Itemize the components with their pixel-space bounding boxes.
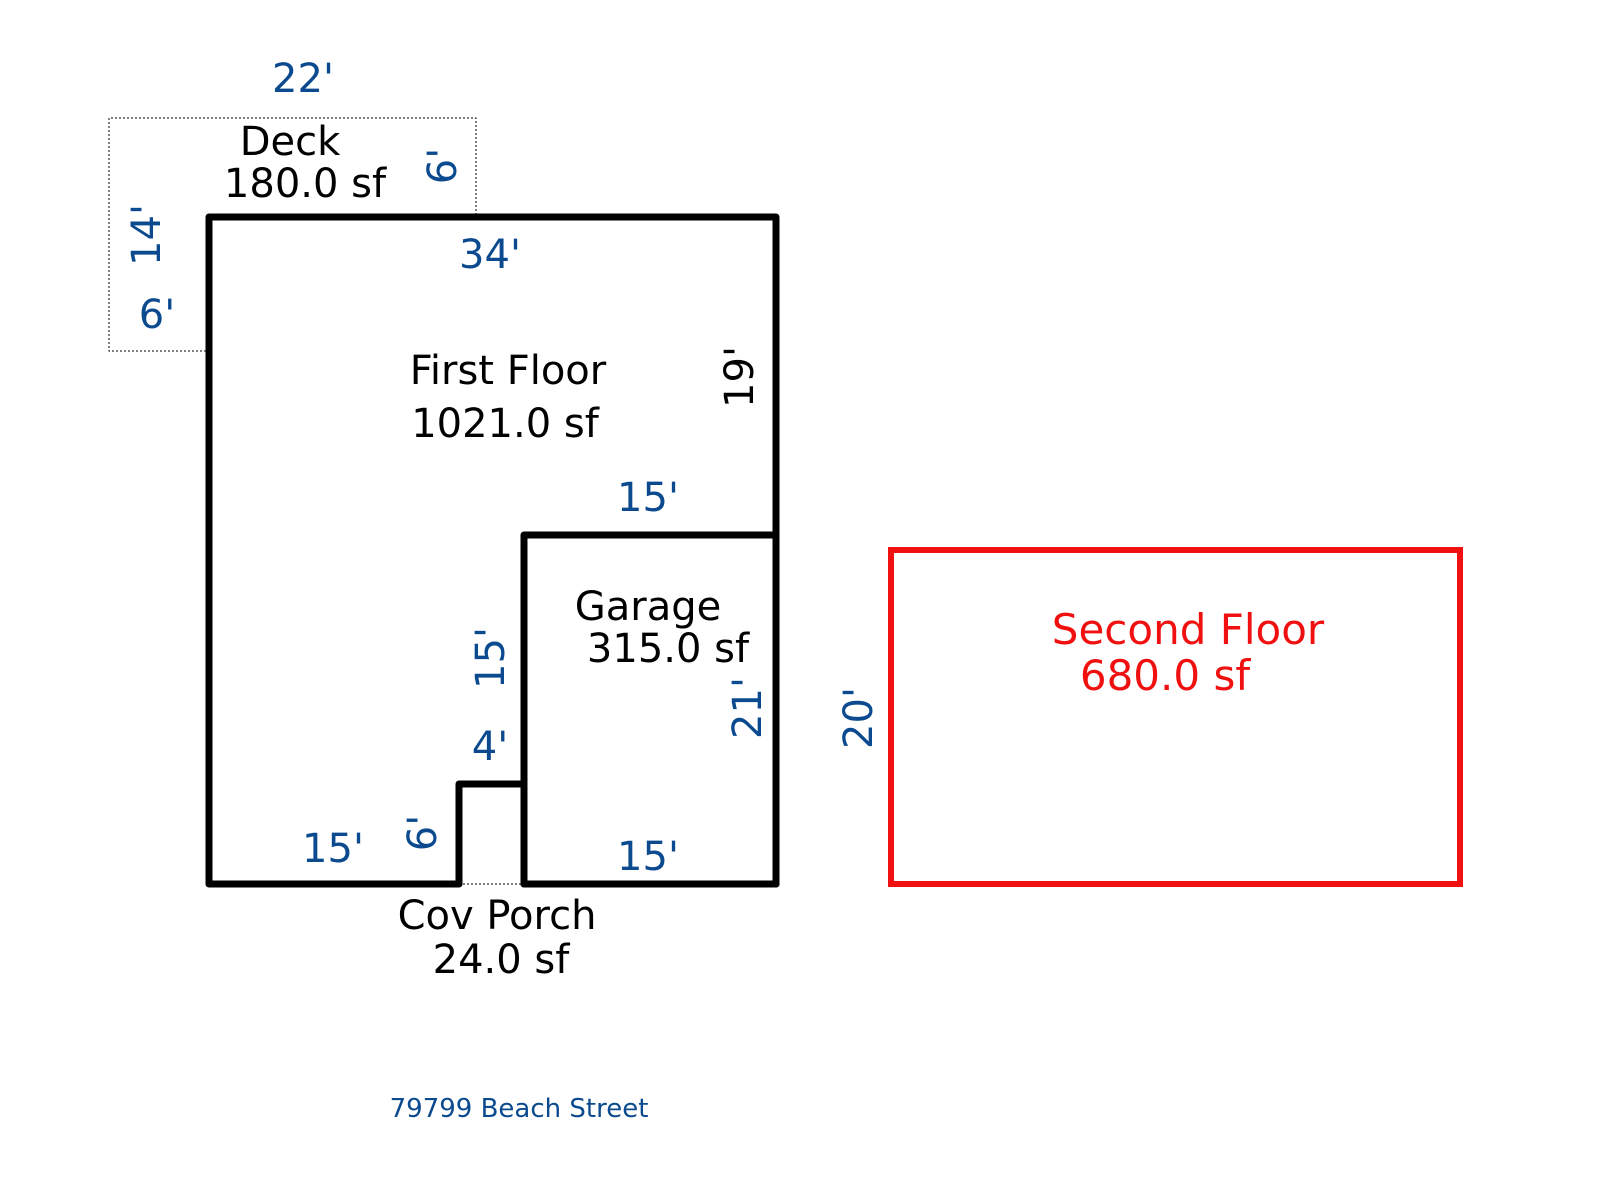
dim-deck-right: 6' [420, 148, 466, 184]
garage-outline [520, 531, 780, 888]
deck-area: 180.0 sf [224, 161, 387, 207]
dim-first-top: 34' [459, 232, 521, 278]
first-floor-area: 1021.0 sf [411, 401, 600, 447]
dim-garage-bottom: 15' [617, 834, 679, 880]
deck-name: Deck [240, 119, 341, 165]
dim-deck-left: 14' [124, 204, 170, 266]
dim-notch-left: 6' [400, 815, 446, 851]
porch-area: 24.0 sf [433, 937, 571, 983]
garage-area: 315.0 sf [587, 626, 750, 672]
address: 79799 Beach Street [390, 1094, 649, 1124]
second-floor-outline [888, 547, 1463, 887]
second-floor-area: 680.0 sf [1080, 651, 1251, 700]
dim-second-left: 20' [836, 687, 882, 749]
deck-outline [108, 117, 477, 352]
second-floor-name: Second Floor [1052, 605, 1325, 654]
dim-first-right: 19' [717, 346, 763, 408]
dim-garage-left: 15' [468, 627, 514, 689]
dim-first-bottom: 15' [302, 826, 364, 872]
first-floor-outline [205, 213, 780, 888]
dim-deck-bottom-left: 6' [139, 292, 175, 338]
first-floor-name: First Floor [410, 348, 607, 394]
garage-name: Garage [575, 584, 721, 630]
dim-garage-top: 15' [617, 475, 679, 521]
dim-notch-top: 4' [472, 724, 508, 770]
porch-name: Cov Porch [398, 893, 597, 939]
dim-garage-right: 21' [725, 677, 771, 739]
dim-deck-top: 22' [272, 56, 334, 102]
